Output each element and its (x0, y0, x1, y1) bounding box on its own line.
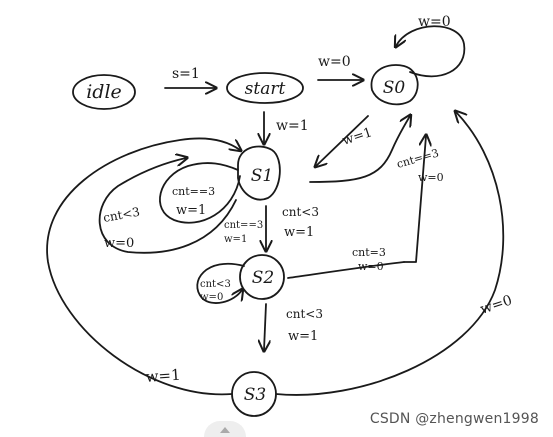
state-s0-label: S0 (383, 78, 406, 98)
watermark: CSDN @zhengwen1998 (369, 411, 539, 427)
label-s1-self-a: cnt==3 (172, 185, 215, 198)
state-start: start (226, 72, 304, 104)
label-idle-to-start: s=1 (172, 66, 200, 82)
label-s2-self-b: w=0 (200, 292, 223, 303)
scroll-up-button[interactable] (204, 421, 246, 437)
label-s1-to-s2-left-a: cnt==3 (224, 220, 263, 231)
transition-s1-to-s2: cnt<3 w=1 cnt==3 w=1 (224, 205, 319, 250)
label-s1-self-b: w=1 (176, 203, 206, 218)
state-s2: S2 (239, 254, 285, 300)
label-s2-right-a: cnt=3 (352, 246, 386, 259)
transition-idle-to-start: s=1 (164, 66, 215, 88)
state-s1: S1 (237, 145, 281, 201)
state-s3: S3 (231, 371, 277, 417)
transition-s2-to-s3: cnt<3 w=1 (264, 303, 323, 350)
state-s1-label: S1 (251, 166, 273, 186)
label-s2-to-s3-a: cnt<3 (286, 307, 323, 321)
transition-s3-to-s1: w=1 (46, 137, 240, 396)
label-s1-to-s2-left-b: w=1 (224, 234, 247, 245)
label-s3-to-s1: w=1 (145, 366, 181, 386)
transition-s2-to-s0: cnt==3 w=0 (395, 136, 444, 263)
label-s2-self-a: cnt<3 (200, 279, 231, 290)
label-s1-outer-b: w=0 (104, 236, 134, 251)
label-s1-to-s2-b: w=1 (284, 225, 314, 240)
transition-s1-to-s0-curve (309, 116, 410, 183)
transition-s0-self-loop: w=0 (396, 14, 466, 78)
label-start-to-s1: w=1 (276, 118, 309, 134)
transition-s3-to-s0: w=0 (275, 112, 514, 396)
transition-s2-right: cnt=3 w=0 (287, 246, 405, 279)
label-s1-outer-a: cnt<3 (102, 205, 141, 225)
transition-s2-self-loop: cnt<3 w=0 (196, 263, 245, 304)
transition-start-to-s1: w=1 (264, 111, 309, 143)
label-s3-to-s0: w=0 (478, 293, 514, 318)
label-start-to-s0: w=0 (318, 54, 351, 70)
label-s1-to-s0: w=1 (341, 125, 374, 149)
label-s2-to-s0-b: w=0 (418, 171, 444, 184)
state-start-label: start (245, 79, 286, 99)
state-s0: S0 (370, 64, 419, 106)
label-s0-self-loop: w=0 (418, 14, 451, 30)
transition-s1-outer-loop: cnt<3 w=0 (98, 158, 237, 254)
state-idle-label: idle (86, 81, 122, 103)
transition-s1-self-loop: cnt==3 w=1 (159, 162, 241, 224)
transition-s1-to-s0: w=1 (316, 115, 374, 166)
label-s2-right-b: w=0 (358, 260, 384, 273)
label-s2-to-s0-a: cnt==3 (395, 147, 440, 171)
transition-start-to-s0: w=0 (317, 54, 362, 80)
state-idle: idle (72, 74, 136, 110)
label-s1-to-s2-a: cnt<3 (282, 205, 319, 219)
state-s3-label: S3 (244, 385, 266, 405)
state-s2-label: S2 (252, 268, 274, 288)
label-s2-to-s3-b: w=1 (288, 329, 318, 344)
